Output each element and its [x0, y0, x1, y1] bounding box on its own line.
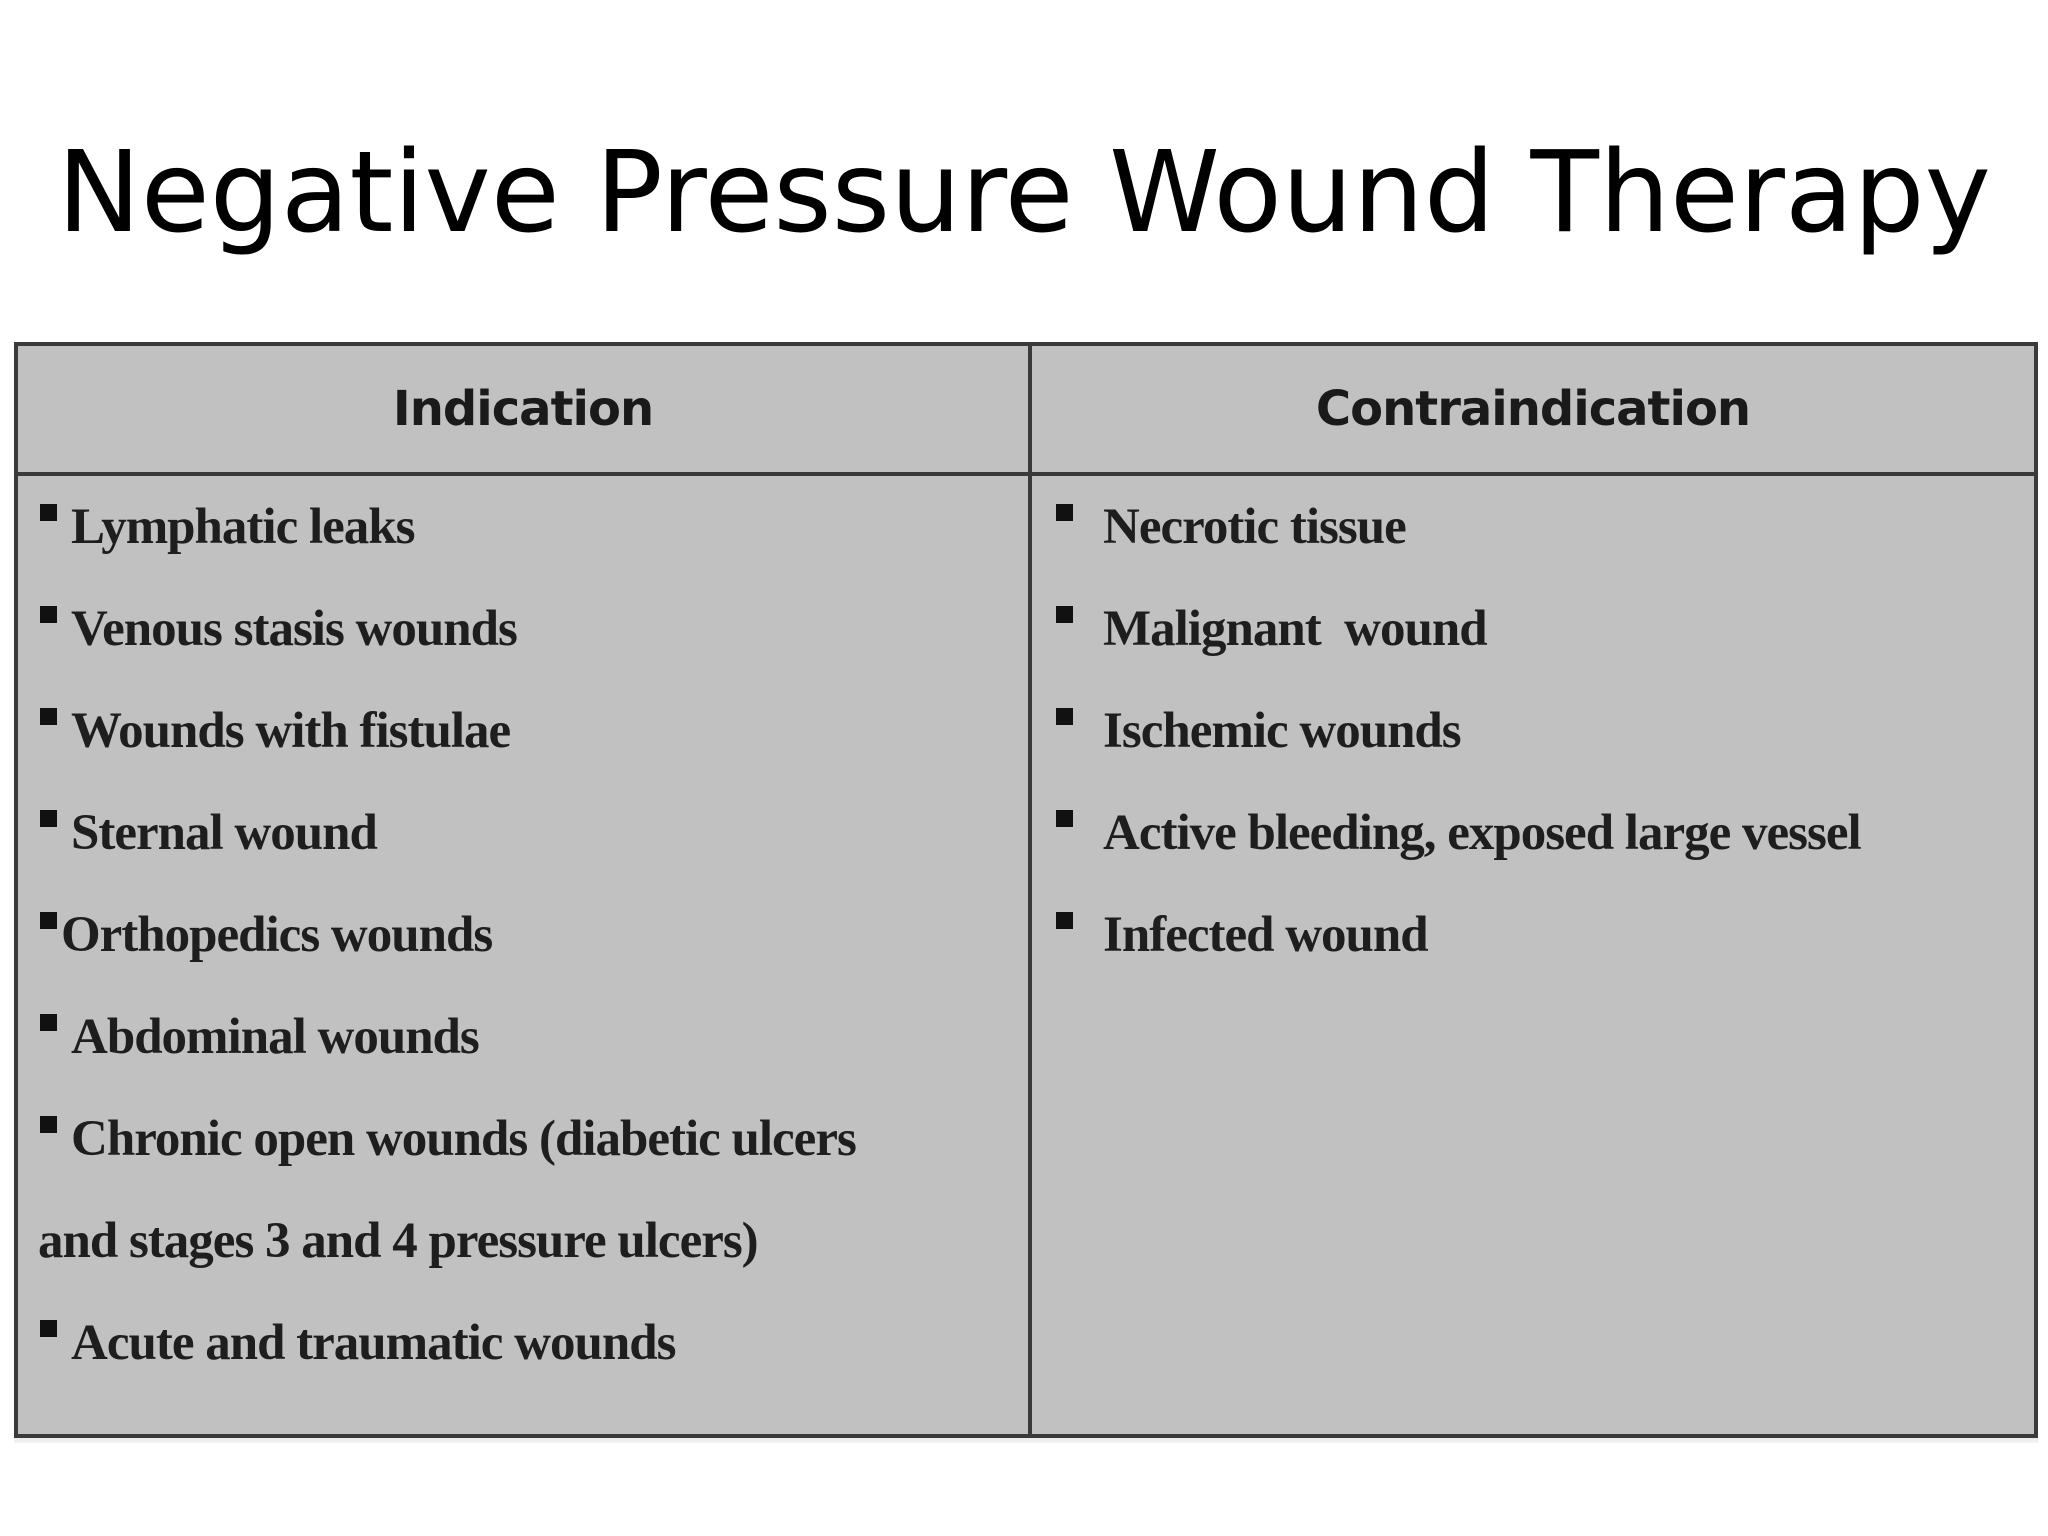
list-item: Acute and traumatic wounds — [40, 1292, 1020, 1394]
square-bullet-icon — [40, 504, 57, 521]
square-bullet-icon — [40, 912, 57, 929]
table-header-row: Indication Contraindication — [18, 346, 2034, 476]
list-item: Abdominal wounds — [40, 986, 1020, 1088]
header-indication: Indication — [392, 381, 654, 437]
list-item-label: Active bleeding, exposed large vessel — [1103, 805, 1862, 861]
contraindication-list: Necrotic tissue Malignant wound Ischemic… — [1056, 476, 2026, 986]
indication-contraindication-table: Indication Contraindication Lymphatic le… — [14, 342, 2038, 1438]
list-item: Malignant wound — [1056, 578, 2026, 680]
header-contraindication: Contraindication — [1315, 381, 1751, 437]
list-item: Sternal wound — [40, 782, 1020, 884]
square-bullet-icon — [1056, 708, 1073, 725]
list-item-label: Infected wound — [1103, 907, 1429, 963]
list-item-label: Sternal wound — [71, 805, 378, 861]
list-item-label: Acute and traumatic wounds — [71, 1315, 676, 1371]
square-bullet-icon — [1056, 912, 1073, 929]
list-item-label: Chronic open wounds (diabetic ulcers — [71, 1111, 857, 1167]
list-item: Lymphatic leaks — [40, 476, 1020, 578]
slide-title: Negative Pressure Wound Therapy — [57, 128, 1991, 258]
square-bullet-icon — [40, 708, 57, 725]
list-item: Necrotic tissue — [1056, 476, 2026, 578]
square-bullet-icon — [1056, 606, 1073, 623]
square-bullet-icon — [1056, 810, 1073, 827]
list-item-label: Wounds with fistulae — [71, 703, 511, 759]
square-bullet-icon — [40, 810, 57, 827]
list-item-label: Venous stasis wounds — [71, 601, 518, 657]
list-item: Venous stasis wounds — [40, 578, 1020, 680]
list-item: Orthopedics wounds — [40, 884, 1020, 986]
list-item: Ischemic wounds — [1056, 680, 2026, 782]
square-bullet-icon — [40, 606, 57, 623]
list-item-label: Orthopedics wounds — [61, 907, 493, 963]
list-item-label: Malignant wound — [1103, 601, 1488, 657]
square-bullet-icon — [40, 1014, 57, 1031]
list-item: Infected wound — [1056, 884, 2026, 986]
list-item: Active bleeding, exposed large vessel — [1056, 782, 2026, 884]
list-item-label: Lymphatic leaks — [71, 499, 415, 555]
square-bullet-icon — [1056, 504, 1073, 521]
list-item-label: Necrotic tissue — [1103, 499, 1407, 555]
list-item: Chronic open wounds (diabetic ulcers and… — [38, 1088, 1020, 1292]
list-item-continuation: and stages 3 and 4 pressure ulcers) — [38, 1213, 759, 1269]
list-item: Wounds with fistulae — [40, 680, 1020, 782]
column-divider — [1028, 346, 1032, 1434]
square-bullet-icon — [40, 1320, 57, 1337]
list-item-label: Abdominal wounds — [71, 1009, 480, 1065]
square-bullet-icon — [40, 1116, 57, 1133]
list-item-label: Ischemic wounds — [1103, 703, 1462, 759]
indication-list: Lymphatic leaks Venous stasis wounds Wou… — [38, 476, 1020, 1394]
